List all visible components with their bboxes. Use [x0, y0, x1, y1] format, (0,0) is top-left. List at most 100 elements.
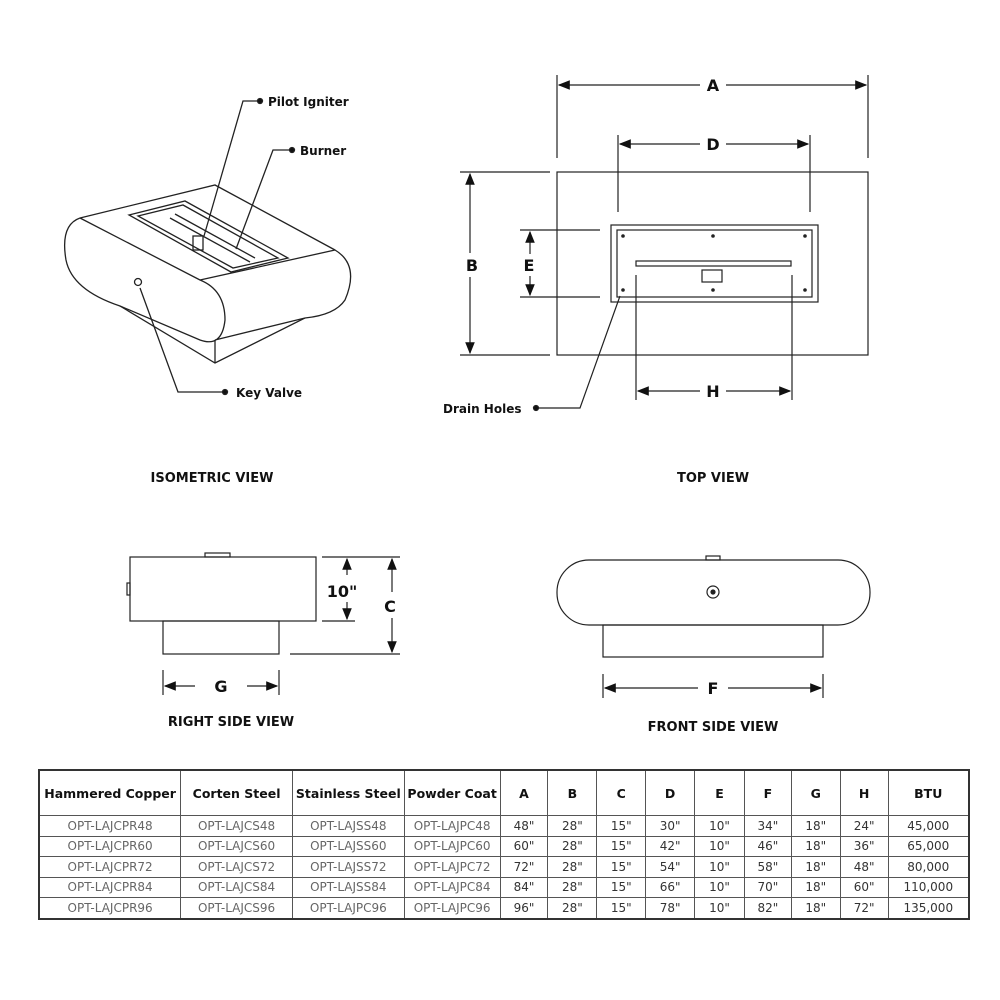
front-side-view-title: FRONT SIDE VIEW [648, 720, 779, 735]
callout-key-valve: Key Valve [236, 386, 302, 400]
key-valve-icon [706, 585, 720, 599]
value-cell: 82" [743, 897, 792, 919]
value-cell: 18" [790, 835, 841, 857]
value-cell: 60" [839, 876, 889, 898]
dimension-h-label: H [706, 382, 719, 401]
key-valve-icon [133, 277, 143, 287]
value-cell: 42" [645, 835, 696, 857]
dimension-f-label: F [708, 679, 719, 698]
value-cell: 66" [645, 876, 696, 898]
right-side-view-title: RIGHT SIDE VIEW [168, 715, 294, 730]
value-cell: 65,000 [887, 835, 970, 857]
model-code-cell: OPT-LAJPC96 [291, 897, 405, 919]
value-cell: 18" [790, 815, 841, 837]
model-code-cell: OPT-LAJCS60 [180, 835, 293, 857]
dimension-10in-label: 10" [327, 582, 358, 601]
value-cell: 135,000 [887, 897, 970, 919]
model-code-cell: OPT-LAJCS72 [180, 856, 293, 878]
value-cell: 15" [596, 815, 647, 837]
model-code-cell: OPT-LAJPC60 [403, 835, 501, 857]
value-cell: 34" [743, 815, 792, 837]
value-cell: 15" [596, 876, 647, 898]
value-cell: 46" [743, 835, 792, 857]
value-cell: 10" [694, 876, 745, 898]
model-code-cell: OPT-LAJSS48 [291, 815, 405, 837]
callout-burner: Burner [300, 144, 346, 158]
value-cell: 58" [743, 856, 792, 878]
column-header: H [839, 769, 889, 816]
value-cell: 72" [839, 897, 889, 919]
callout-pilot-igniter: Pilot Igniter [268, 95, 349, 109]
model-code-cell: OPT-LAJSS84 [291, 876, 405, 898]
column-header: E [694, 769, 745, 816]
column-header: F [743, 769, 792, 816]
model-code-cell: OPT-LAJSS72 [291, 856, 405, 878]
model-code-cell: OPT-LAJCPR48 [38, 815, 182, 837]
dimension-b-label: B [466, 256, 478, 275]
column-header: A [499, 769, 549, 816]
value-cell: 84" [499, 876, 549, 898]
front-side-view [556, 555, 871, 698]
value-cell: 54" [645, 856, 696, 878]
model-code-cell: OPT-LAJCS48 [180, 815, 293, 837]
value-cell: 10" [694, 815, 745, 837]
column-header: C [596, 769, 647, 816]
dimension-d-label: D [706, 135, 719, 154]
isometric-body [63, 184, 352, 343]
model-code-cell: OPT-LAJCPR72 [38, 856, 182, 878]
value-cell: 80,000 [887, 856, 970, 878]
column-header: Stainless Steel [291, 769, 405, 816]
value-cell: 72" [499, 856, 549, 878]
model-code-cell: OPT-LAJPC84 [403, 876, 501, 898]
value-cell: 60" [499, 835, 549, 857]
value-cell: 28" [547, 876, 598, 898]
value-cell: 18" [790, 856, 841, 878]
top-view [460, 75, 869, 412]
value-cell: 96" [499, 897, 549, 919]
column-header: G [790, 769, 841, 816]
isometric-view [63, 97, 352, 396]
model-code-cell: OPT-LAJPC48 [403, 815, 501, 837]
right-side-view [126, 552, 400, 695]
value-cell: 110,000 [887, 876, 970, 898]
value-cell: 18" [790, 897, 841, 919]
model-code-cell: OPT-LAJCPR60 [38, 835, 182, 857]
value-cell: 45,000 [887, 815, 970, 837]
model-code-cell: OPT-LAJPC96 [403, 897, 501, 919]
value-cell: 28" [547, 897, 598, 919]
value-cell: 28" [547, 856, 598, 878]
column-header: B [547, 769, 598, 816]
isometric-view-title: ISOMETRIC VIEW [151, 471, 274, 486]
value-cell: 10" [694, 897, 745, 919]
value-cell: 15" [596, 835, 647, 857]
value-cell: 24" [839, 815, 889, 837]
value-cell: 70" [743, 876, 792, 898]
model-code-cell: OPT-LAJCS84 [180, 876, 293, 898]
column-header: D [645, 769, 696, 816]
column-header: Powder Coat [403, 769, 501, 816]
dimension-g-label: G [214, 677, 227, 696]
model-code-cell: OPT-LAJCS96 [180, 897, 293, 919]
column-header: Hammered Copper [38, 769, 182, 816]
value-cell: 36" [839, 835, 889, 857]
value-cell: 48" [499, 815, 549, 837]
model-code-cell: OPT-LAJSS60 [291, 835, 405, 857]
value-cell: 48" [839, 856, 889, 878]
model-code-cell: OPT-LAJPC72 [403, 856, 501, 878]
dimension-a-label: A [707, 76, 720, 95]
value-cell: 10" [694, 835, 745, 857]
top-view-title: TOP VIEW [677, 471, 749, 486]
value-cell: 78" [645, 897, 696, 919]
column-header: BTU [887, 769, 970, 816]
dimension-c-label: C [384, 597, 396, 616]
model-code-cell: OPT-LAJCPR84 [38, 876, 182, 898]
value-cell: 15" [596, 897, 647, 919]
column-header: Corten Steel [180, 769, 293, 816]
